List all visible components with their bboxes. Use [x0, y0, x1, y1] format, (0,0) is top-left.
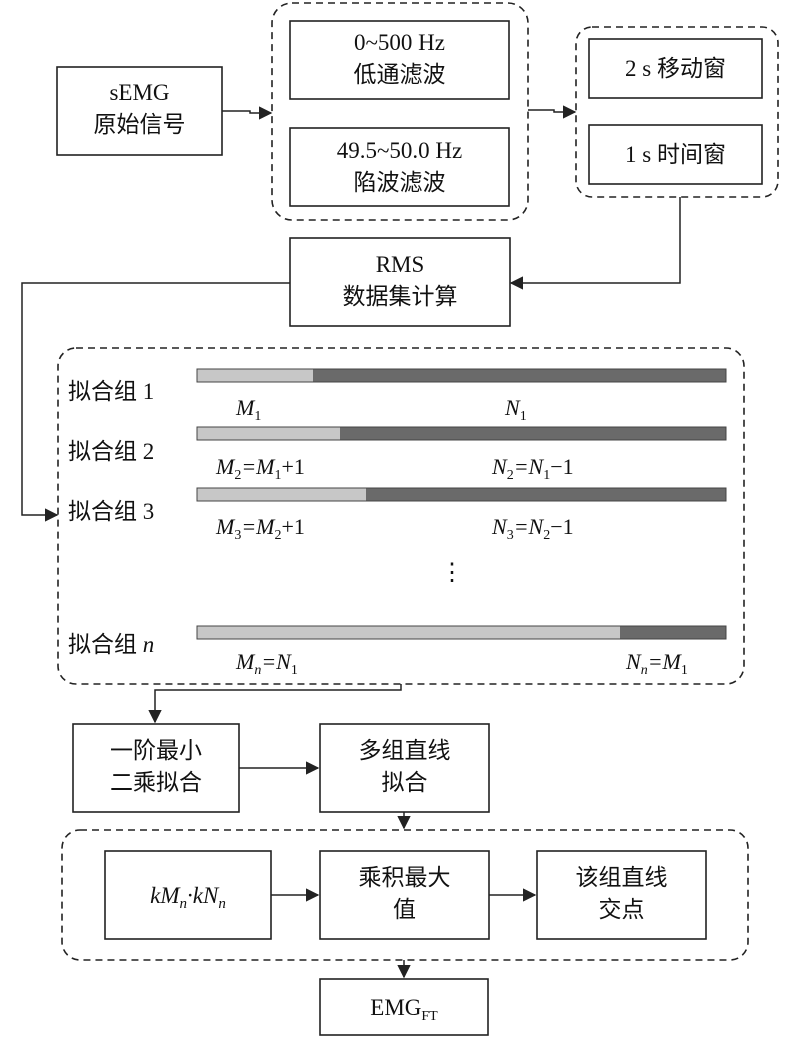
lowpass-box: 0~500 Hz 低通滤波 — [289, 20, 510, 100]
multi-fit-box: 多组直线 拟合 — [319, 723, 490, 813]
fit-group-3-n-label: N3=N2−1 — [491, 514, 574, 543]
time-window-label: 1 s 时间窗 — [625, 142, 726, 167]
arrow-fitgroups-to-leastsquares — [148, 684, 402, 724]
product-formula: kMn·kNn — [150, 883, 226, 912]
output-label: EMGFT — [370, 995, 438, 1024]
selection-group — [61, 829, 749, 961]
fit-groups-ellipsis: ⋮ — [440, 560, 464, 586]
fit-group-3: 拟合组 3 M3=M2+1 N3=N2−1 — [68, 487, 727, 543]
arrow-rms-to-fitgroups — [21, 282, 290, 522]
filter-group — [271, 2, 529, 221]
fit-group-2-bar-m — [197, 427, 340, 440]
notch-line1: 49.5~50.0 Hz — [337, 138, 463, 163]
intersection-line1: 该组直线 — [576, 865, 668, 890]
lowpass-line2: 低通滤波 — [354, 62, 446, 87]
multi-fit-line2: 拟合 — [382, 770, 428, 795]
move-window-box: 2 s 移动窗 — [588, 38, 763, 99]
fit-group-3-m-label: M3=M2+1 — [215, 514, 305, 543]
fit-group-2-bar-n — [340, 427, 726, 440]
intersection-line2: 交点 — [599, 897, 645, 922]
fit-group-2-label: 拟合组 2 — [68, 439, 154, 464]
product-box: kMn·kNn — [104, 850, 272, 940]
fit-group-n-n-label: Nn=M1 — [625, 649, 688, 678]
notch-line2: 陷波滤波 — [354, 170, 446, 195]
arrow-filters-to-windows — [528, 105, 577, 119]
fit-group-n: 拟合组 n Mn=N1 Nn=M1 — [68, 625, 727, 678]
semg-box: sEMG 原始信号 — [56, 66, 223, 156]
rms-line2: 数据集计算 — [343, 284, 458, 309]
max-product-box: 乘积最大 值 — [319, 850, 490, 940]
semg-line1: sEMG — [109, 80, 169, 105]
move-window-label: 2 s 移动窗 — [625, 56, 726, 81]
fit-group-1-label: 拟合组 1 — [68, 379, 154, 404]
fit-group-container — [57, 347, 745, 685]
fit-group-n-m-label: Mn=N1 — [235, 649, 298, 678]
fit-group-3-bar-m — [197, 488, 366, 501]
fit-group-n-bar-n — [620, 626, 726, 639]
max-product-line1: 乘积最大 — [359, 865, 451, 890]
fit-group-3-label: 拟合组 3 — [68, 499, 154, 524]
fit-group-2-m-label: M2=M1+1 — [215, 454, 305, 483]
output-box: EMGFT — [319, 978, 489, 1036]
rms-line1: RMS — [376, 252, 425, 277]
fit-group-1: 拟合组 1 M1 N1 — [68, 368, 727, 424]
intersection-box: 该组直线 交点 — [536, 850, 707, 940]
least-squares-line2: 二乘拟合 — [110, 770, 202, 795]
fit-group-1-n-label: N1 — [504, 395, 527, 424]
fit-group-3-bar-n — [366, 488, 726, 501]
lowpass-line1: 0~500 Hz — [354, 30, 445, 55]
fit-group-2: 拟合组 2 M2=M1+1 N2=N1−1 — [68, 426, 727, 483]
arrow-windows-to-rms — [509, 197, 681, 290]
fit-group-2-n-label: N2=N1−1 — [491, 454, 574, 483]
notch-box: 49.5~50.0 Hz 陷波滤波 — [289, 127, 510, 207]
fit-group-1-bar-n — [313, 369, 726, 382]
arrow-semg-to-filters — [222, 106, 273, 120]
multi-fit-line1: 多组直线 — [359, 738, 451, 763]
fit-group-1-bar-m — [197, 369, 313, 382]
least-squares-line1: 一阶最小 — [110, 738, 202, 763]
window-group — [575, 26, 779, 198]
rms-box: RMS 数据集计算 — [289, 237, 511, 327]
fit-group-n-label: 拟合组 n — [68, 632, 154, 657]
max-product-line2: 值 — [393, 897, 416, 922]
fit-group-1-m-label: M1 — [235, 395, 261, 424]
fit-group-n-bar-m — [197, 626, 620, 639]
semg-line2: 原始信号 — [94, 112, 186, 137]
least-squares-box: 一阶最小 二乘拟合 — [72, 723, 240, 813]
time-window-box: 1 s 时间窗 — [588, 124, 763, 185]
